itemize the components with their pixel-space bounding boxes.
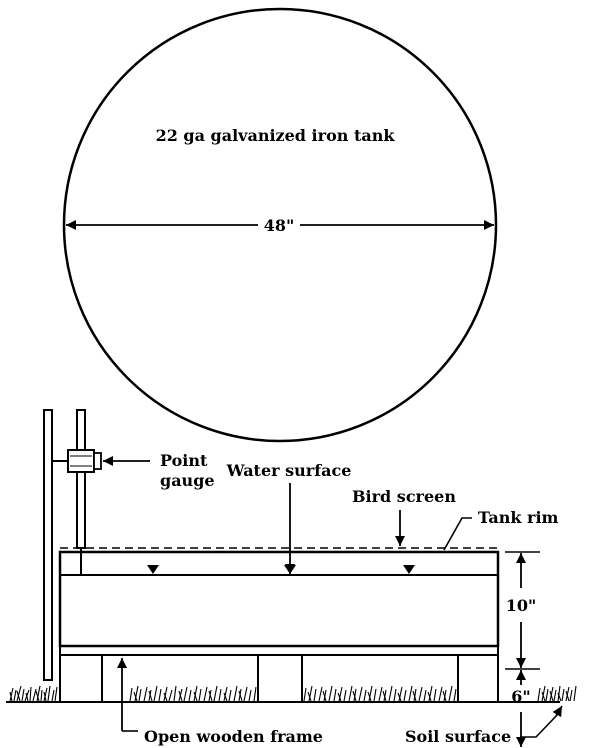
gauge-clamp-knob: [93, 452, 102, 470]
gauge-support-post: [43, 409, 53, 681]
tank-circle: [62, 7, 498, 443]
bird-screen-label: Bird screen: [352, 487, 456, 506]
diameter-label: 48": [264, 216, 295, 235]
frame-post-right: [457, 654, 499, 703]
tank-depth-label: 10": [506, 596, 537, 615]
frame-depth-label: 6": [511, 687, 530, 706]
tank-rim-label: Tank rim: [478, 508, 559, 527]
point-gauge: [43, 409, 102, 681]
tank-rim-leader: [443, 517, 472, 551]
frame-post-center: [257, 654, 303, 703]
tank-material-label: 22 ga galvanized iron tank: [156, 126, 396, 145]
water-surface-label: Water surface: [226, 461, 352, 480]
frame-post-left: [59, 654, 103, 703]
point-gauge-label-line2: gauge: [160, 471, 215, 490]
point-gauge-label-line1: Point: [160, 451, 208, 470]
depth-dimensions: 10" 6": [505, 551, 540, 747]
soil-surface-label: Soil surface: [405, 727, 511, 746]
soil-surface-leader: [520, 711, 561, 738]
tank-plan-view: 22 ga galvanized iron tank 48": [62, 7, 498, 443]
gauge-clamp: [67, 449, 95, 473]
soil-surface-arrow: [552, 705, 563, 718]
tank-side-view: Point gauge Water surface Bird screen Ta…: [6, 409, 577, 747]
tank-body: [58, 550, 500, 648]
gauge-rod: [76, 409, 86, 549]
grass: [9, 685, 577, 702]
open-wooden-frame: [59, 645, 499, 703]
open-wooden-frame-label: Open wooden frame: [144, 727, 323, 746]
frame-top-rail: [59, 645, 499, 656]
